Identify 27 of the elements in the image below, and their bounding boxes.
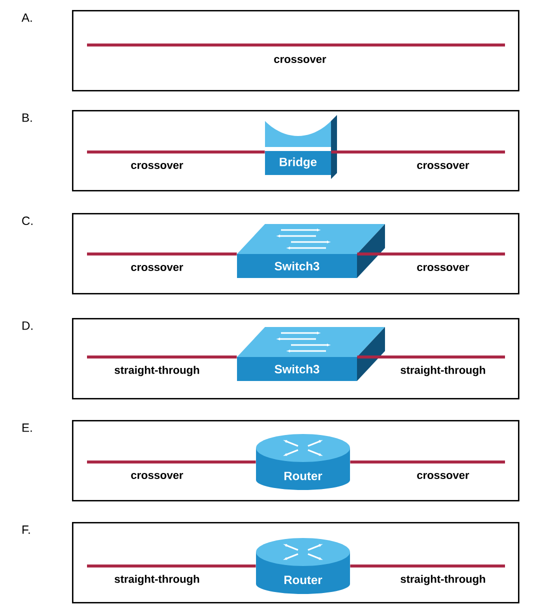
cable-line: [357, 252, 505, 256]
cable-line: [87, 356, 237, 358]
edge-label: crossover: [130, 162, 184, 170]
node-label: B.: [22, 114, 32, 122]
edge-label: straight-through: [113, 364, 201, 378]
edge-label: crossover: [416, 264, 470, 272]
edge-label: crossover: [416, 472, 470, 480]
node-label: C.: [22, 216, 32, 226]
edge-label: straight-through: [113, 574, 201, 586]
cable-line: [331, 150, 505, 154]
cable-line: [350, 564, 505, 568]
edge-label: crossover: [130, 264, 184, 272]
cable-line: [87, 460, 256, 464]
node-label: A.: [22, 14, 32, 22]
node-label: D.: [22, 322, 32, 330]
edge-label: crossover: [130, 472, 184, 480]
cable-line: [87, 564, 256, 568]
edge-label: straight-through: [399, 364, 487, 378]
cable-line: [87, 252, 237, 256]
edge-label: crossover: [416, 162, 470, 170]
cable-line: [87, 150, 265, 154]
node-label: E.: [22, 424, 32, 432]
cable-line: [357, 356, 505, 358]
cable-label: crossover: [274, 56, 326, 64]
node-label: F.: [22, 526, 30, 534]
cable-line: [350, 460, 505, 464]
edge-label: straight-through: [399, 574, 487, 586]
